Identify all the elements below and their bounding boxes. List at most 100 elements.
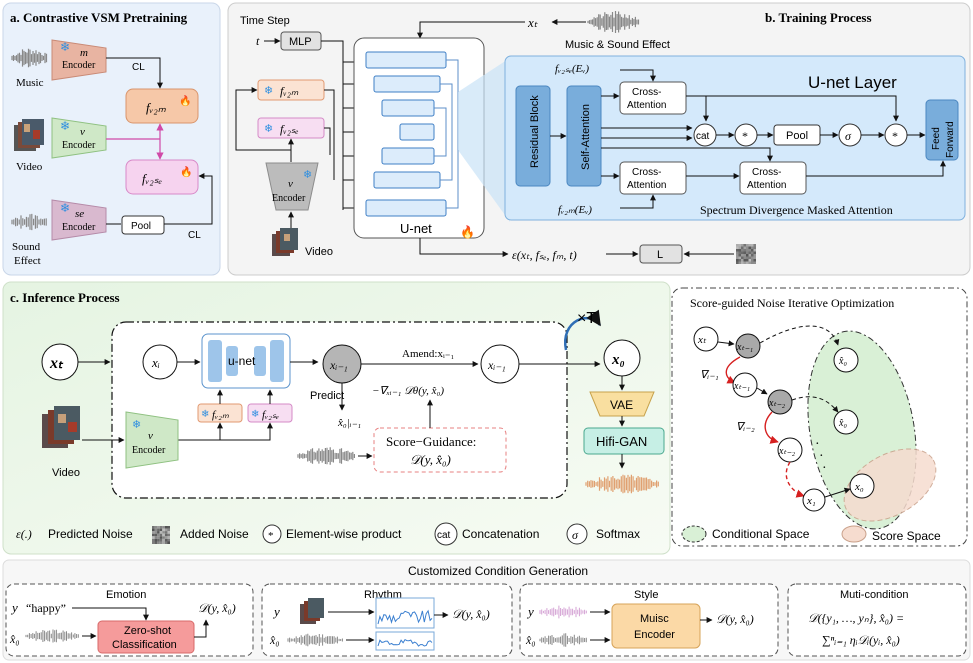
mlp-label: MLP — [289, 36, 312, 48]
noise-cell — [746, 249, 749, 252]
s-xtm2-node — [767, 389, 793, 415]
hifigan-block — [583, 427, 665, 455]
snowflake-icon: ❄ — [60, 119, 70, 133]
b-enc-word: Encoder — [272, 193, 306, 204]
noise-cell — [167, 536, 170, 539]
noise-cell — [162, 536, 165, 539]
noise-cell — [162, 533, 165, 537]
panel-a: a. Contrastive VSM Pretraining Music ❄ m… — [2, 2, 221, 276]
legend-score-icon — [841, 525, 867, 543]
b-video-thumbnail-icon — [272, 228, 298, 256]
noise-cell — [753, 246, 756, 249]
noise-cell — [751, 254, 754, 257]
rhythm-curve-bottom — [375, 631, 435, 651]
snowflake-icon: ❄ — [264, 85, 273, 97]
noise-cell — [743, 246, 746, 249]
added-noise-icon — [736, 244, 756, 264]
noise-cell — [748, 251, 751, 254]
noise-cell — [157, 531, 160, 534]
cross-bot-1: Cross- — [632, 167, 661, 178]
noise-cell — [164, 533, 168, 537]
noise-cell — [152, 526, 155, 529]
noise-cell — [741, 246, 744, 249]
noise-cell — [738, 261, 741, 264]
loop-arrow — [564, 309, 602, 351]
noise-cell — [167, 541, 170, 544]
noise-cell — [743, 259, 746, 262]
snowflake-icon: ❄ — [251, 409, 259, 420]
b-video-encoder — [265, 162, 319, 211]
xim1b-node-label: xᵢ₋₁ — [487, 358, 506, 372]
noise-cell — [746, 244, 749, 247]
self-attn-label: Self-Attention — [580, 104, 592, 170]
noise-cell — [167, 528, 170, 532]
s-x0hat-label-2: x̂₀ — [838, 418, 847, 429]
video-label: Video — [16, 161, 43, 173]
pool-label: Pool — [131, 221, 151, 232]
noise-cell — [743, 251, 746, 254]
noise-cell — [743, 249, 746, 252]
rhythm-video-icon — [300, 598, 324, 624]
noise-cell — [164, 541, 168, 544]
x0-node-label: x₀ — [611, 352, 625, 368]
f-v2m-box — [125, 88, 199, 124]
noise-cell — [167, 533, 170, 537]
enc-v-sym: v — [80, 126, 85, 138]
times-t-label: ×T — [577, 310, 596, 327]
noise-cell — [748, 254, 751, 257]
noise-cell — [746, 259, 749, 262]
legend: ε(.) Predicted Noise Added Noise * Eleme… — [16, 522, 640, 546]
s-x0hat-label-1: x̂₀ — [838, 356, 847, 367]
s-x1-node — [802, 488, 826, 512]
panel-c: c. Inference Process xₜ xᵢ u-net xᵢ₋₁ Am… — [2, 281, 671, 555]
noise-cell — [748, 261, 751, 264]
sdma-label: Spectrum Divergence Masked Attention — [700, 203, 893, 217]
snowflake-icon: ❄ — [132, 419, 141, 431]
legend-sigma: σ — [572, 528, 579, 542]
cross-attn-top — [619, 81, 687, 115]
noise-cell — [741, 251, 744, 254]
video-thumbnail-icon — [14, 119, 44, 151]
noise-cell — [738, 246, 741, 249]
noise-cell — [736, 254, 739, 257]
noise-cell — [753, 244, 756, 247]
s-grad-1: ∇ᵢ₋₁ — [700, 369, 719, 381]
noise-cell — [157, 538, 160, 542]
noise-cell — [157, 541, 160, 544]
rhythm-x0: x̂₀ — [269, 633, 280, 647]
legend-star: * — [268, 530, 274, 542]
f-v2se-label: fᵥ₂ₛₑ — [142, 171, 162, 186]
music-encoder-label-2: Encoder — [634, 629, 675, 641]
noise-cell — [159, 531, 163, 534]
unet-label: U-net — [400, 221, 432, 236]
legend-added: Added Noise — [180, 527, 249, 541]
noise-cell — [164, 528, 168, 532]
c-video-thumbnail-icon — [42, 406, 80, 448]
noise-cell — [157, 536, 160, 539]
panel-score: Score-guided Noise Iterative Optimizatio… — [671, 287, 968, 547]
music-encoder: ❄ m Encoder — [51, 39, 107, 81]
emotion-title: Emotion — [106, 589, 146, 601]
xi-node — [142, 344, 178, 380]
noise-cell — [738, 259, 741, 262]
noise-cell — [741, 261, 744, 264]
noise-cell — [162, 528, 165, 532]
legend-concat: Concatenation — [462, 527, 539, 541]
noise-cell — [736, 261, 739, 264]
enc-se-sym: se — [75, 208, 84, 220]
s-x0-node — [849, 473, 875, 499]
noise-cell — [746, 254, 749, 257]
output-waveform-icon — [585, 474, 659, 494]
emotion-y: y — [10, 600, 18, 615]
noise-cell — [738, 244, 741, 247]
snowflake-icon: ❄ — [264, 123, 273, 135]
noise-cell — [743, 244, 746, 247]
enc-m-sym: m — [80, 47, 88, 59]
noise-cell — [753, 256, 756, 259]
panel-c-title: c. Inference Process — [10, 290, 120, 305]
cond-space-label: Conditional Space — [712, 527, 810, 541]
noise-cell — [154, 528, 158, 532]
style-out: 𝒟(y, x̂₀) — [716, 612, 754, 626]
fire-icon: 🔥 — [179, 94, 191, 107]
